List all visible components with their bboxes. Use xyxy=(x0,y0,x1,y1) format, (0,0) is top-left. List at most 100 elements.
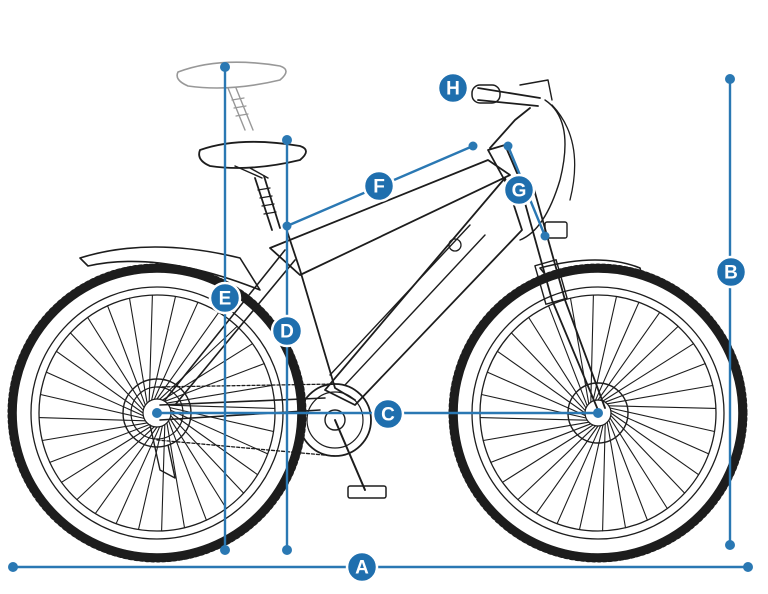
wheel-spoke xyxy=(168,404,276,409)
wheel-spoke xyxy=(41,422,148,442)
wheel-spoke xyxy=(166,422,186,529)
wheel-spoke xyxy=(45,371,144,417)
bottom-bracket xyxy=(324,409,346,431)
dim-endpoint xyxy=(282,221,292,231)
dim-endpoint xyxy=(593,408,603,418)
label-badge-e: E xyxy=(208,281,242,315)
rear-fender xyxy=(79,246,261,291)
wheel-spoke xyxy=(164,363,265,402)
label-badges: A B C D E F G H xyxy=(208,71,748,584)
wheel-spoke xyxy=(94,426,158,515)
badge-a-text: A xyxy=(355,558,369,579)
raised-saddle xyxy=(176,61,287,89)
wheel-spoke xyxy=(151,295,177,401)
seat-post xyxy=(254,175,281,231)
fork-crown xyxy=(534,259,568,305)
badge-c-circle xyxy=(371,397,405,431)
badge-f-text: F xyxy=(373,177,385,198)
wheel-spoke xyxy=(578,424,604,531)
wheel-spoke xyxy=(148,294,153,402)
wheel-spoke xyxy=(161,424,166,532)
wheel-spoke xyxy=(609,407,716,433)
rear-derailleur xyxy=(149,424,176,479)
badge-a-circle xyxy=(345,550,379,584)
badge-g-circle xyxy=(502,173,536,207)
wheel-spoke xyxy=(169,417,227,510)
dim-endpoint xyxy=(220,62,230,72)
wheel-spoke xyxy=(169,407,275,433)
wheel-spoke xyxy=(38,417,146,422)
dim-endpoint xyxy=(282,135,292,145)
dim-endpoint xyxy=(725,540,735,550)
wheel-spoke xyxy=(69,332,144,411)
raised-saddle-ghost xyxy=(176,61,287,131)
wheel-spoke xyxy=(55,350,144,414)
dim-endpoint xyxy=(743,562,753,572)
raised-seat-post xyxy=(227,87,254,131)
raised-spring xyxy=(231,97,249,117)
label-badge-b: B xyxy=(714,255,748,289)
handlebar-grip xyxy=(471,84,501,104)
badge-h-circle xyxy=(436,71,470,105)
wheel-spoke xyxy=(170,415,245,494)
wheel-spoke xyxy=(166,384,273,404)
handlebar xyxy=(477,87,541,107)
seat-suspension-spring xyxy=(257,187,277,215)
wheel-spoke xyxy=(107,305,146,406)
badge-e-text: E xyxy=(219,289,232,310)
stem xyxy=(489,107,531,149)
label-badge-f: F xyxy=(362,169,396,203)
bike-illustration xyxy=(7,61,748,563)
dim-endpoint xyxy=(540,231,550,241)
wheel-spoke xyxy=(480,393,587,419)
down-tube xyxy=(324,177,523,406)
wheel-spoke xyxy=(76,426,155,501)
badge-h-text: H xyxy=(446,79,460,100)
saddle xyxy=(198,140,307,169)
label-badge-h: H xyxy=(436,71,470,105)
badge-d-circle xyxy=(270,314,304,348)
wheel-spoke xyxy=(49,424,150,463)
wheel-spoke xyxy=(137,425,163,531)
wheel-spoke xyxy=(608,405,717,409)
brake-cable xyxy=(519,99,566,241)
battery-pack xyxy=(329,224,486,386)
label-badge-a: A xyxy=(345,550,379,584)
dim-endpoint xyxy=(468,141,478,151)
dim-endpoint xyxy=(152,408,162,418)
dimension-lines xyxy=(8,62,753,572)
front-fork xyxy=(519,181,606,411)
badge-g-text: G xyxy=(512,181,527,202)
dim-endpoint xyxy=(220,545,230,555)
headlight xyxy=(544,221,568,239)
wheel-spoke xyxy=(170,412,259,476)
wheel-spoke xyxy=(602,423,606,532)
wheel-spoke xyxy=(128,297,148,404)
dim-endpoint xyxy=(282,545,292,555)
battery-lock xyxy=(448,238,462,252)
wheel-spoke xyxy=(153,301,199,400)
dim-endpoint xyxy=(503,141,513,151)
badge-e-circle xyxy=(208,281,242,315)
dim-endpoint xyxy=(725,74,735,84)
badge-b-circle xyxy=(714,255,748,289)
pedal xyxy=(347,485,387,499)
crank-arm xyxy=(334,419,366,491)
label-badge-c: C xyxy=(371,397,405,431)
shifter-cable xyxy=(551,104,576,201)
wheel-spoke xyxy=(60,425,153,483)
badge-b-text: B xyxy=(724,263,738,284)
chain-stay xyxy=(159,397,326,421)
wheel-spoke xyxy=(156,311,220,400)
brake-lever xyxy=(519,79,553,101)
wheel-spoke xyxy=(161,343,254,401)
badge-c-text: C xyxy=(381,405,395,426)
wheel-spoke xyxy=(87,316,145,409)
wheel-spoke xyxy=(168,420,207,521)
label-badge-g: G xyxy=(502,173,536,207)
wheel-spoke xyxy=(115,426,161,525)
wheel-spoke xyxy=(39,393,145,419)
badge-d-text: D xyxy=(280,322,294,343)
front-wheel xyxy=(448,263,748,563)
